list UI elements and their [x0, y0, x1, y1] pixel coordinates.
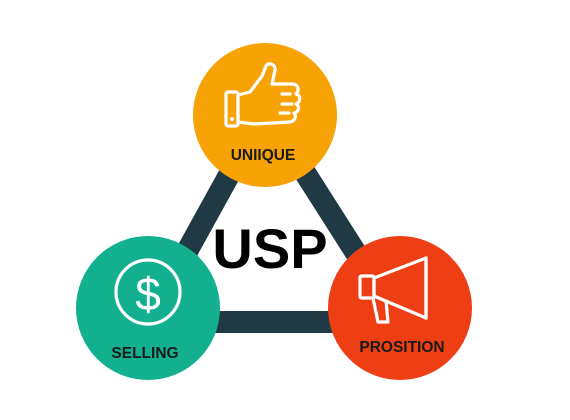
thumbs-up-icon [224, 62, 302, 128]
node-prosition: PROSITION [328, 236, 472, 380]
dollar-coin-icon: $ [114, 258, 182, 326]
node-circle [193, 43, 337, 187]
node-label-selling: SELLING [111, 345, 178, 362]
megaphone-icon [358, 256, 428, 324]
node-label-uniique: UNIIQUE [231, 147, 296, 164]
node-selling: $ SELLING [76, 236, 220, 380]
node-label-prosition: PROSITION [359, 339, 444, 356]
node-uniique: UNIIQUE [193, 43, 337, 187]
node-circle [76, 236, 220, 380]
center-title: USP [212, 217, 327, 280]
triangle-frame [137, 99, 411, 333]
svg-text:$: $ [135, 268, 161, 320]
